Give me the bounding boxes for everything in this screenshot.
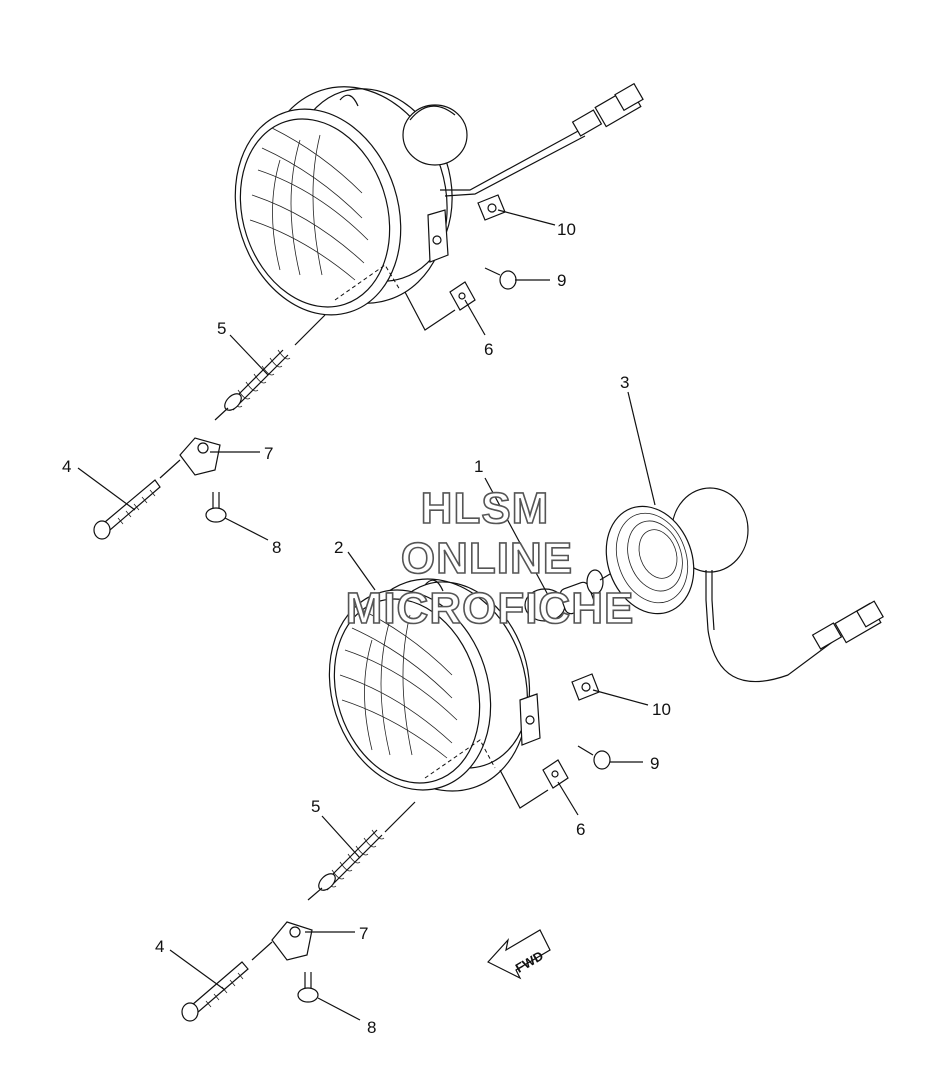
callout-9-upper: 9 <box>557 271 566 290</box>
part-5-lower-spring <box>307 801 416 901</box>
part-7-upper <box>179 437 221 476</box>
part-4-lower <box>191 961 249 1014</box>
part-9-upper <box>499 270 517 290</box>
part-5-upper-spring <box>214 314 326 421</box>
part-7-lower <box>271 921 313 961</box>
callout-3: 3 <box>620 373 629 392</box>
callout-6-upper: 6 <box>484 340 493 359</box>
callout-6-lower: 6 <box>576 820 585 839</box>
callout-2: 2 <box>334 538 343 557</box>
callout-7-lower: 7 <box>359 924 368 943</box>
watermark: HLSM ONLINE MICROFICHE <box>345 483 635 634</box>
callout-4-lower: 4 <box>155 937 164 956</box>
watermark-line-2: ONLINE <box>401 534 573 583</box>
callout-10-lower: 10 <box>652 700 671 719</box>
part-8-lower <box>297 987 319 1003</box>
callout-8-lower: 8 <box>367 1018 376 1037</box>
part-10-upper <box>477 194 506 221</box>
upper-headlight <box>234 82 644 331</box>
part-9-lower <box>593 750 611 770</box>
callout-7-upper: 7 <box>264 444 273 463</box>
part-6-upper <box>449 281 476 311</box>
part-6-lower <box>542 759 569 789</box>
watermark-line-3: MICROFICHE <box>346 584 635 633</box>
part-4-upper <box>104 479 161 531</box>
callout-8-upper: 8 <box>272 538 281 557</box>
callout-4-upper: 4 <box>62 457 71 476</box>
lower-adjuster <box>181 921 319 1022</box>
part-10-lower <box>571 673 600 701</box>
callout-1: 1 <box>474 457 483 476</box>
part-8-upper <box>205 507 227 523</box>
callout-5-lower: 5 <box>311 797 320 816</box>
callout-9-lower: 9 <box>650 754 659 773</box>
bulb-and-socket <box>524 487 884 683</box>
leader-lines <box>77 209 656 1021</box>
watermark-line-1: HLSM <box>421 484 550 533</box>
upper-adjuster <box>93 437 227 540</box>
callout-labels: 10 9 6 5 7 4 8 1 2 3 10 9 6 5 7 4 8 <box>62 220 671 1037</box>
lower-headlight <box>328 578 611 809</box>
callout-10-upper: 10 <box>557 220 576 239</box>
callout-5-upper: 5 <box>217 319 226 338</box>
fwd-direction-arrow: FWD <box>487 929 551 980</box>
